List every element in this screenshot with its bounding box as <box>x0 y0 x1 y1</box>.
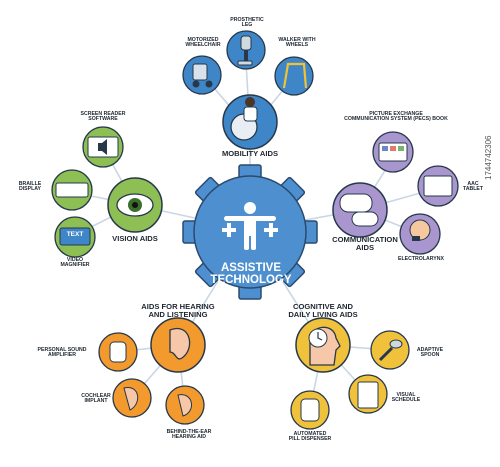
person-icon <box>224 202 276 250</box>
electrolarynx-label: ELECTROLARYNX <box>398 256 444 262</box>
screen-reader-label: SCREEN READER SOFTWARE <box>80 111 126 123</box>
cognitive-aids-title: COGNITIVE AND DAILY LIVING AIDS <box>288 302 358 319</box>
central-gear <box>182 164 318 300</box>
communication-aids-group <box>332 131 459 255</box>
video-magnifier-label: VIDEO MAGNIFIER <box>60 257 90 269</box>
adaptive-spoon-label: ADAPTIVE SPOON <box>416 347 444 359</box>
cognitive-aids-group <box>290 317 410 430</box>
stock-id: 1744742306 <box>484 135 493 181</box>
center-title: ASSISTIVE TECHNOLOGY <box>210 262 292 287</box>
visual-schedule-label: VISUAL SCHEDULE <box>391 392 421 404</box>
mobility-aids-title: MOBILITY AIDS <box>221 149 279 158</box>
aac-tablet-label: AAC TABLET <box>462 181 484 193</box>
motorized-wheelchair-label: MOTORIZED WHEELCHAIR <box>185 37 221 49</box>
prosthetic-leg-label: PROSTHETIC LEG <box>230 17 264 29</box>
pill-dispenser-label: AUTOMATED PILL DISPENSER <box>288 431 332 443</box>
mobility-aids-group <box>182 30 314 150</box>
bte-hearing-aid-label: BEHIND-THE-EAR HEARING AID <box>166 429 212 441</box>
walker-icon <box>274 56 314 96</box>
plus-icon <box>222 223 278 237</box>
hearing-aids-group <box>98 317 206 425</box>
sound-amplifier-label: PERSONAL SOUND AMPLIFIER <box>37 347 87 359</box>
pecs-label: PICTURE EXCHANGE COMMUNICATION SYSTEM (P… <box>344 111 448 123</box>
hearing-aids-title: AIDS FOR HEARING AND LISTENING <box>141 302 215 319</box>
text-sign: TEXT <box>66 231 84 238</box>
walker-label: WALKER WITH WHEELS <box>278 37 316 49</box>
vision-aids-group <box>51 126 163 258</box>
braille-display-label: BRAILLE DISPLAY <box>18 181 42 193</box>
vision-aids-title: VISION AIDS <box>112 234 158 243</box>
communication-aids-title: COMMUNICATION AIDS <box>332 235 398 252</box>
cochlear-implant-label: COCHLEAR IMPLANT <box>81 393 111 405</box>
